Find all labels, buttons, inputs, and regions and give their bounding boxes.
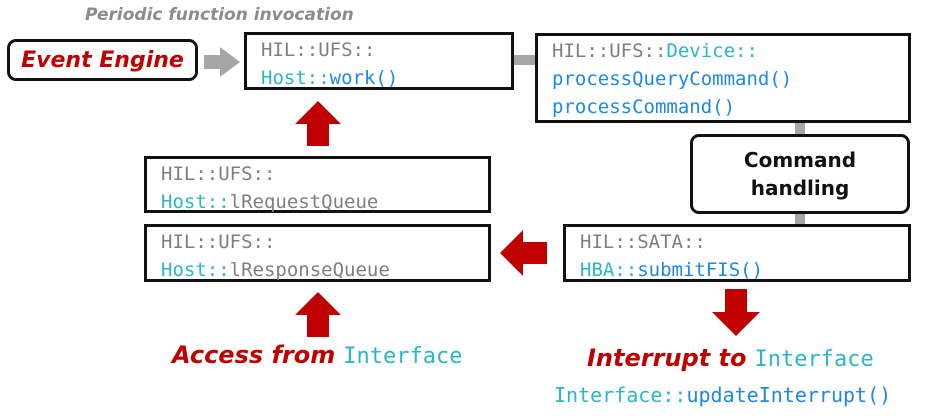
response-queue-box: HIL::UFS:: Host::lResponseQueue: [144, 224, 491, 282]
device-class: Device::: [666, 40, 758, 62]
diagram-title: Periodic function invocation: [85, 5, 354, 25]
connector-host-device: [514, 55, 536, 65]
arrow-up-from-interface: [295, 292, 341, 337]
host-work-function: work(): [329, 67, 399, 89]
host-work-class: Host::: [261, 67, 330, 89]
process-command-function: processCommand(): [552, 96, 736, 118]
host-work-box: HIL::UFS:: Host::work(): [244, 32, 514, 90]
update-interrupt-function: updateInterrupt(): [686, 383, 892, 407]
response-queue-name: lResponseQueue: [229, 259, 390, 281]
interrupt-to-label: Interrupt to: [587, 344, 747, 372]
request-queue-class: Host::: [161, 191, 230, 213]
request-queue-name: lRequestQueue: [229, 191, 379, 213]
connector-command-hba: [795, 214, 805, 225]
hba-box: HIL::SATA:: HBA::submitFIS(): [563, 224, 911, 282]
access-from-label-group: Access from Interface: [172, 341, 462, 371]
interrupt-to-label-group: Interrupt to Interface: [587, 344, 874, 374]
response-queue-namespace: HIL::UFS::: [161, 231, 276, 253]
hba-class: HBA::: [580, 259, 638, 281]
arrow-down-to-interface: [712, 289, 760, 336]
arrow-left-to-response-queue: [500, 230, 547, 276]
access-from-label: Access from: [172, 341, 336, 369]
access-from-target: Interface: [343, 344, 463, 369]
process-query-command-function: processQueryCommand(): [552, 68, 793, 90]
hba-function: submitFIS(): [637, 259, 764, 281]
request-queue-namespace: HIL::UFS::: [161, 163, 276, 185]
command-handling-line2: handling: [750, 176, 850, 200]
command-handling-line1: Command: [743, 148, 857, 172]
connector-device-command: [795, 123, 805, 135]
update-interrupt-call: Interface::updateInterrupt(): [554, 381, 891, 409]
hba-namespace: HIL::SATA::: [580, 231, 706, 253]
device-box: HIL::UFS::Device:: processQueryCommand()…: [535, 33, 911, 123]
interrupt-to-target: Interface: [754, 347, 874, 372]
arrow-up-to-host-work: [295, 101, 341, 146]
update-interrupt-class: Interface::: [554, 383, 687, 407]
request-queue-box: HIL::UFS:: Host::lRequestQueue: [144, 156, 491, 213]
event-engine-label: Event Engine: [21, 47, 184, 73]
command-handling-box: Command handling: [690, 134, 910, 214]
host-work-namespace: HIL::UFS::: [261, 39, 376, 61]
response-queue-class: Host::: [161, 259, 230, 281]
event-engine-box: Event Engine: [7, 39, 198, 81]
device-namespace: HIL::UFS::: [552, 40, 667, 62]
